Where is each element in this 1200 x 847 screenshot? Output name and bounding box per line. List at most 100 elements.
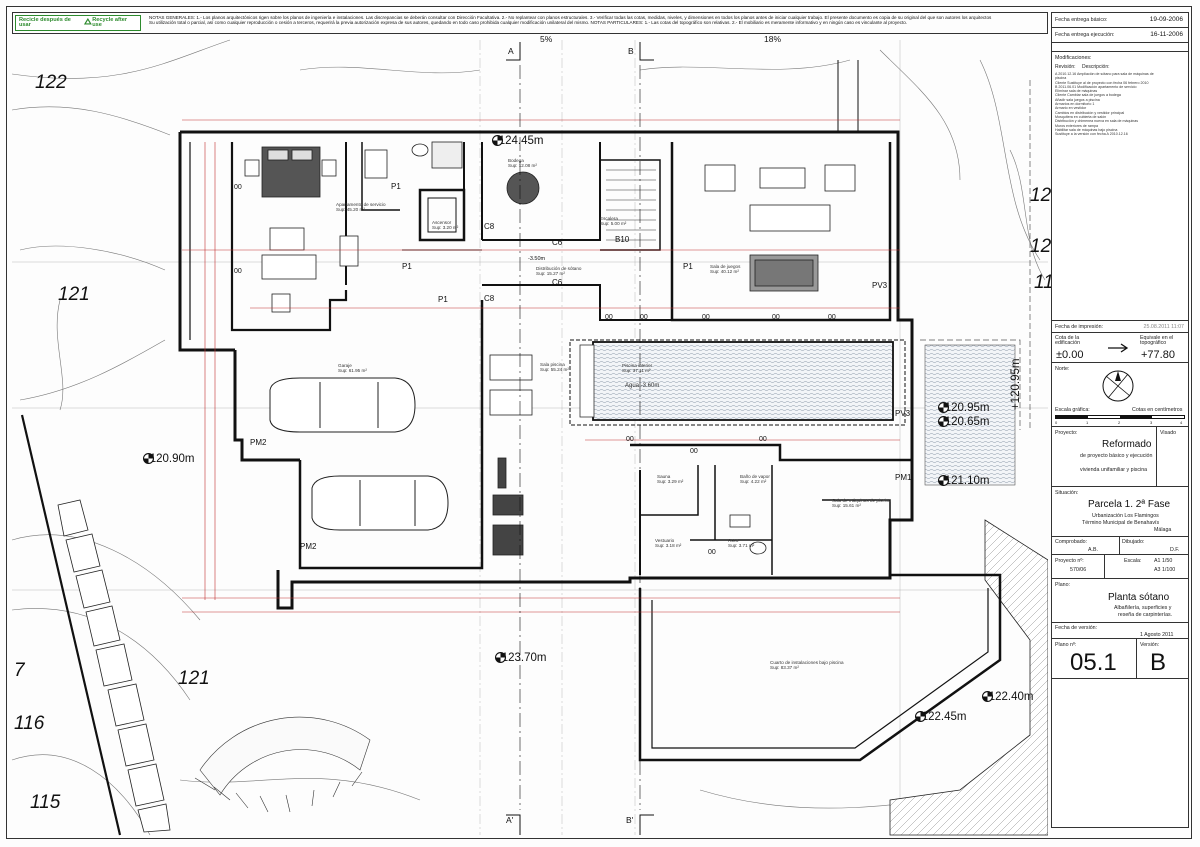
contour-label: 121 [178, 668, 210, 689]
tb-divider [1156, 427, 1157, 487]
tb-caption: Revisión: [1055, 64, 1076, 70]
tb-project-title: Reformado [1102, 439, 1152, 450]
window-tag: 00 [640, 314, 648, 321]
tb-caption: Málaga [1154, 527, 1172, 533]
tb-value: 25.08.2011 11:07 [1143, 324, 1184, 330]
furniture [244, 141, 856, 556]
elevation-mark: +123.70m [495, 652, 546, 664]
elevation-value: +120.95m [938, 402, 990, 414]
contour-label: 115 [30, 792, 61, 813]
door-tag: PV3 [895, 409, 911, 418]
tb-caption: Albañilería, superficies y [1114, 605, 1172, 611]
tb-caption: Fecha de impresión: [1055, 324, 1103, 330]
section-marker: A' [506, 815, 514, 825]
tb-value: A1 1/50 [1154, 558, 1173, 564]
elevation-value: +120.65m [938, 416, 990, 428]
section-marker: B' [626, 815, 634, 825]
scale-tick: 1 [1086, 420, 1089, 425]
curved-steps [194, 716, 371, 813]
graphic-scale-bar [1055, 415, 1185, 419]
window-tag: 00 [234, 184, 242, 191]
tb-value: 1 Agosto 2011 [1140, 632, 1174, 638]
site-boundary [20, 414, 122, 836]
site-fence [920, 80, 1031, 430]
tb-entrega-basico: Fecha entrega básico: 19-09-2006 [1052, 13, 1188, 28]
mod-line: Cliente Sustituye al de proyecto con fec… [1055, 80, 1149, 85]
elevation-value: +123.70m [495, 652, 547, 664]
tb-cotas: Cota de la edificación ±0.00 Equivale en… [1052, 333, 1188, 363]
mod-line: Mosquitera en cubierta de salón [1055, 114, 1107, 119]
tb-value: ±0.00 [1056, 349, 1084, 361]
contour-label: 11 [1034, 272, 1054, 293]
elevation-mark: +120.95m [1010, 359, 1022, 410]
contour-label: 7 [14, 660, 25, 681]
tb-plano: Plano: Planta sótano Albañilería, superf… [1052, 579, 1188, 623]
tb-caption: Visado [1160, 430, 1177, 436]
door-tag: B10 [615, 235, 630, 244]
mod-line: Distribución y chimenea nueva en sala de… [1055, 119, 1139, 124]
tb-value: A.B. [1088, 547, 1099, 553]
tb-value: D.F. [1170, 547, 1180, 553]
tb-caption: Proyecto: [1055, 430, 1078, 436]
elevation-symbol-icon [495, 652, 506, 663]
tb-caption: Dibujado: [1122, 539, 1145, 545]
room-label-vestuario: Vestuario Sup: 3.18 m² [655, 538, 682, 549]
basement-floor-plan: 122 121 121 116 115 7 12 12 11 5% 18% A … [11, 34, 1054, 836]
elevation-mark: +121.10m [938, 475, 989, 487]
indoor-pool [592, 341, 894, 421]
window-tag: 00 [605, 314, 613, 321]
tb-value: 16-11-2006 [1150, 31, 1183, 38]
mod-line: Sustituye a la versión con fecha A 2010.… [1055, 132, 1128, 137]
arrow-right-icon [1108, 343, 1129, 353]
building-walls [178, 60, 1002, 762]
elevation-mark: +120.90m [143, 453, 194, 465]
tb-caption: Fecha de versión: [1055, 625, 1098, 631]
scale-tick: 4 [1180, 420, 1183, 425]
room-label-vapor: Baño de vapor Sup: 4.22 m² [740, 474, 770, 485]
door-tag: PV3 [872, 281, 888, 290]
plan-linework [11, 39, 1048, 836]
tb-caption: de proyecto básico y ejecución [1080, 453, 1153, 459]
door-tag: C6 [552, 278, 563, 287]
elevation-mark: +122.45m [915, 711, 966, 723]
elevation-mark: +120.65m [938, 416, 989, 428]
recycle-left-text: Recicle después de usar [19, 16, 71, 28]
mod-line: piscina [1055, 76, 1067, 81]
tb-value: +77.80 [1141, 349, 1175, 361]
tb-caption: Situación: [1055, 490, 1079, 496]
door-tag: PM1 [895, 473, 912, 482]
stone-wall-left [57, 499, 171, 833]
section-marker: A [508, 46, 514, 56]
tb-caption: Comprobado: [1055, 539, 1088, 545]
tb-caption: Descripción: [1082, 64, 1110, 70]
door-tag: P1 [683, 262, 693, 271]
tb-impresion: Fecha de impresión: 25.08.2011 11:07 [1052, 321, 1188, 333]
notes-line: Su utilización total o parcial, así como… [149, 20, 908, 26]
general-notes-strip: Recicle después de usar Recycle after us… [12, 12, 1048, 34]
tb-caption: Término Municipal de Benahavís [1082, 520, 1160, 526]
notes-line: NOTAS GENERALES: 1.- Los planos arquitec… [149, 15, 992, 20]
room-label-juegos: Sala de juegos Sup: 40.12 m² [710, 264, 741, 275]
right-terrace-wall [889, 519, 1048, 836]
tb-plano-title: Planta sótano [1108, 592, 1170, 603]
mod-line: Cambios en distribución y vestidor princ… [1055, 110, 1125, 115]
window-tag: 00 [759, 436, 767, 443]
door-tag: PM2 [250, 438, 267, 447]
room-label-sala-piscina: Sala piscina Sup: 55.24 m² [540, 362, 569, 373]
level-mark: -3.50m [528, 256, 546, 262]
room-label-sauna: Sauna Sup: 3.29 m² [657, 474, 684, 485]
tb-proyecto: Proyecto: Visado Reformado de proyecto b… [1052, 427, 1188, 487]
tb-norte: Norte: Escala gráfica: Cotas en centímet… [1052, 363, 1188, 427]
title-block: Fecha entrega básico: 19-09-2006 Fecha e… [1051, 12, 1189, 828]
tb-caption: Equivale en el topográfico [1140, 335, 1174, 346]
pool-water-level: Agua -3.60m [625, 383, 660, 389]
slope-label: 5% [540, 34, 553, 44]
door-tag: P1 [391, 182, 401, 191]
tb-value: 19-09-2006 [1149, 16, 1183, 23]
slope-label: 18% [764, 34, 782, 44]
room-label-ascensor: Ascensor Sup: 3.20 m² [432, 220, 459, 231]
tb-situacion-title: Parcela 1. 2ª Fase [1088, 499, 1171, 510]
tb-caption: reseña de carpinterías. [1118, 612, 1173, 618]
elevation-symbol-icon [938, 416, 949, 427]
